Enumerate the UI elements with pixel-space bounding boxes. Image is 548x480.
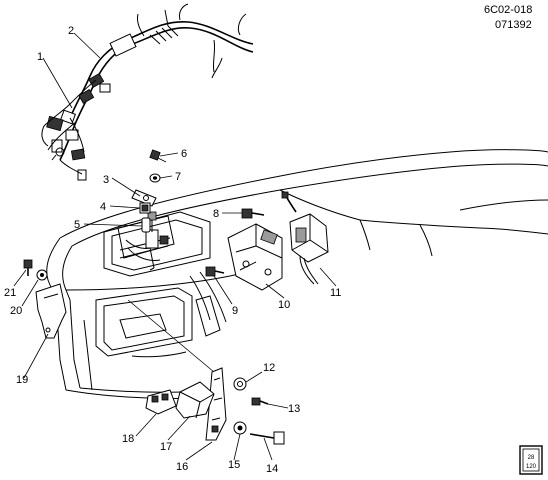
callout-5: 5 xyxy=(74,219,80,231)
diagram-date: 071392 xyxy=(495,19,532,31)
part-8-bolt xyxy=(241,208,265,219)
callout-14: 14 xyxy=(266,463,278,475)
center-bracket xyxy=(117,211,175,271)
callout-19: 19 xyxy=(16,374,28,386)
callout-1: 1 xyxy=(37,51,43,63)
part-17-module xyxy=(175,381,215,419)
part-10-module-bracket xyxy=(227,223,283,291)
callout-21: 21 xyxy=(4,287,16,299)
callout-2: 2 xyxy=(68,25,74,37)
callout-3: 3 xyxy=(103,174,109,186)
part-12-washer xyxy=(233,377,247,391)
part-16-bracket xyxy=(205,367,227,441)
callout-4: 4 xyxy=(100,201,106,213)
part-6-screw xyxy=(149,149,167,163)
part-9-bolt xyxy=(205,266,225,277)
part-18-connector xyxy=(145,389,177,415)
part-4-sensor xyxy=(139,202,151,214)
callout-leaders xyxy=(13,32,337,461)
callout-6: 6 xyxy=(181,148,187,160)
callout-16: 16 xyxy=(176,461,188,473)
callout-20: 20 xyxy=(10,305,22,317)
diagram-code: 6C02-018 xyxy=(484,4,532,16)
badge-top-text: 28 xyxy=(528,455,535,461)
part-7-nut xyxy=(149,173,161,183)
part-19-bracket xyxy=(35,283,67,339)
part-14-bolt xyxy=(249,431,285,445)
callout-12: 12 xyxy=(263,362,275,374)
callout-11: 11 xyxy=(330,287,341,299)
part-20-washer xyxy=(36,269,48,281)
callout-9: 9 xyxy=(232,305,238,317)
part-5-connector xyxy=(141,217,151,233)
callout-13: 13 xyxy=(288,403,300,415)
part-3-bracket xyxy=(131,189,157,207)
badge-bottom-text: 120 xyxy=(526,464,537,470)
part-15-nut xyxy=(233,421,247,435)
callout-15: 15 xyxy=(228,459,240,471)
callout-17: 17 xyxy=(160,441,172,453)
callout-18: 18 xyxy=(122,433,134,445)
callout-8: 8 xyxy=(213,208,219,220)
instrument-panel xyxy=(46,149,548,400)
part-21-screw xyxy=(23,259,33,276)
part-11-module xyxy=(281,191,329,285)
leader-line xyxy=(127,299,215,373)
part-13-screw xyxy=(251,397,269,406)
wiring-harness xyxy=(41,3,254,181)
callout-10: 10 xyxy=(278,299,290,311)
reference-badge: 28 120 xyxy=(519,445,543,475)
callout-7: 7 xyxy=(175,171,181,183)
